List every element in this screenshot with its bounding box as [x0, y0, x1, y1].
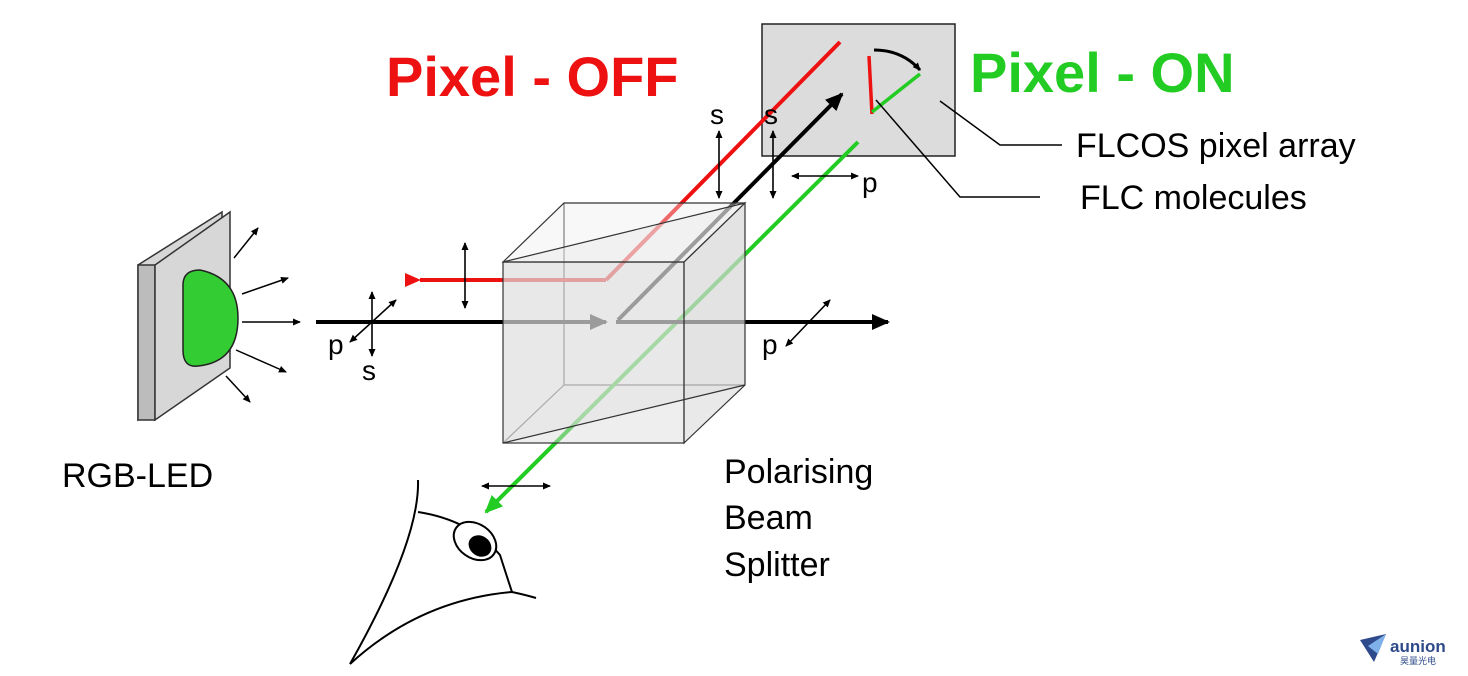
off-beam-red	[405, 40, 842, 287]
eye-icon	[349, 479, 537, 665]
flcos-label: FLCOS pixel array	[1076, 127, 1356, 165]
s-label-right: s	[764, 99, 778, 130]
rgb-led-label: RGB-LED	[62, 457, 213, 495]
pbs-label-line3: Splitter	[724, 546, 830, 584]
led-emission-arrows	[225, 227, 301, 403]
pixel-off-label: Pixel - OFF	[386, 45, 679, 108]
pbs-label-line2: Beam	[724, 499, 813, 537]
p-label-input: p	[328, 329, 344, 360]
s-label-left: s	[710, 99, 724, 130]
beam-splitter-cube-back	[502, 203, 745, 444]
polarization-arrows	[349, 130, 859, 490]
leader-lines	[875, 99, 1062, 198]
p-label-output: p	[762, 329, 778, 360]
flc-label: FLC molecules	[1080, 179, 1307, 217]
led-icon	[137, 210, 239, 422]
pbs-label-line1: Polarising	[724, 453, 873, 491]
s-label-input: s	[362, 355, 376, 386]
logo-name: aunion	[1390, 637, 1446, 656]
on-beam-green	[484, 140, 860, 514]
logo-sub: 昊量光电	[1400, 655, 1436, 666]
logo: aunion 昊量光电	[1360, 634, 1446, 666]
logo-plane-icon	[1360, 634, 1386, 662]
beam-splitter-cube-front	[501, 201, 747, 445]
p-label-top: p	[862, 167, 878, 198]
pixel-on-label: Pixel - ON	[970, 41, 1235, 104]
